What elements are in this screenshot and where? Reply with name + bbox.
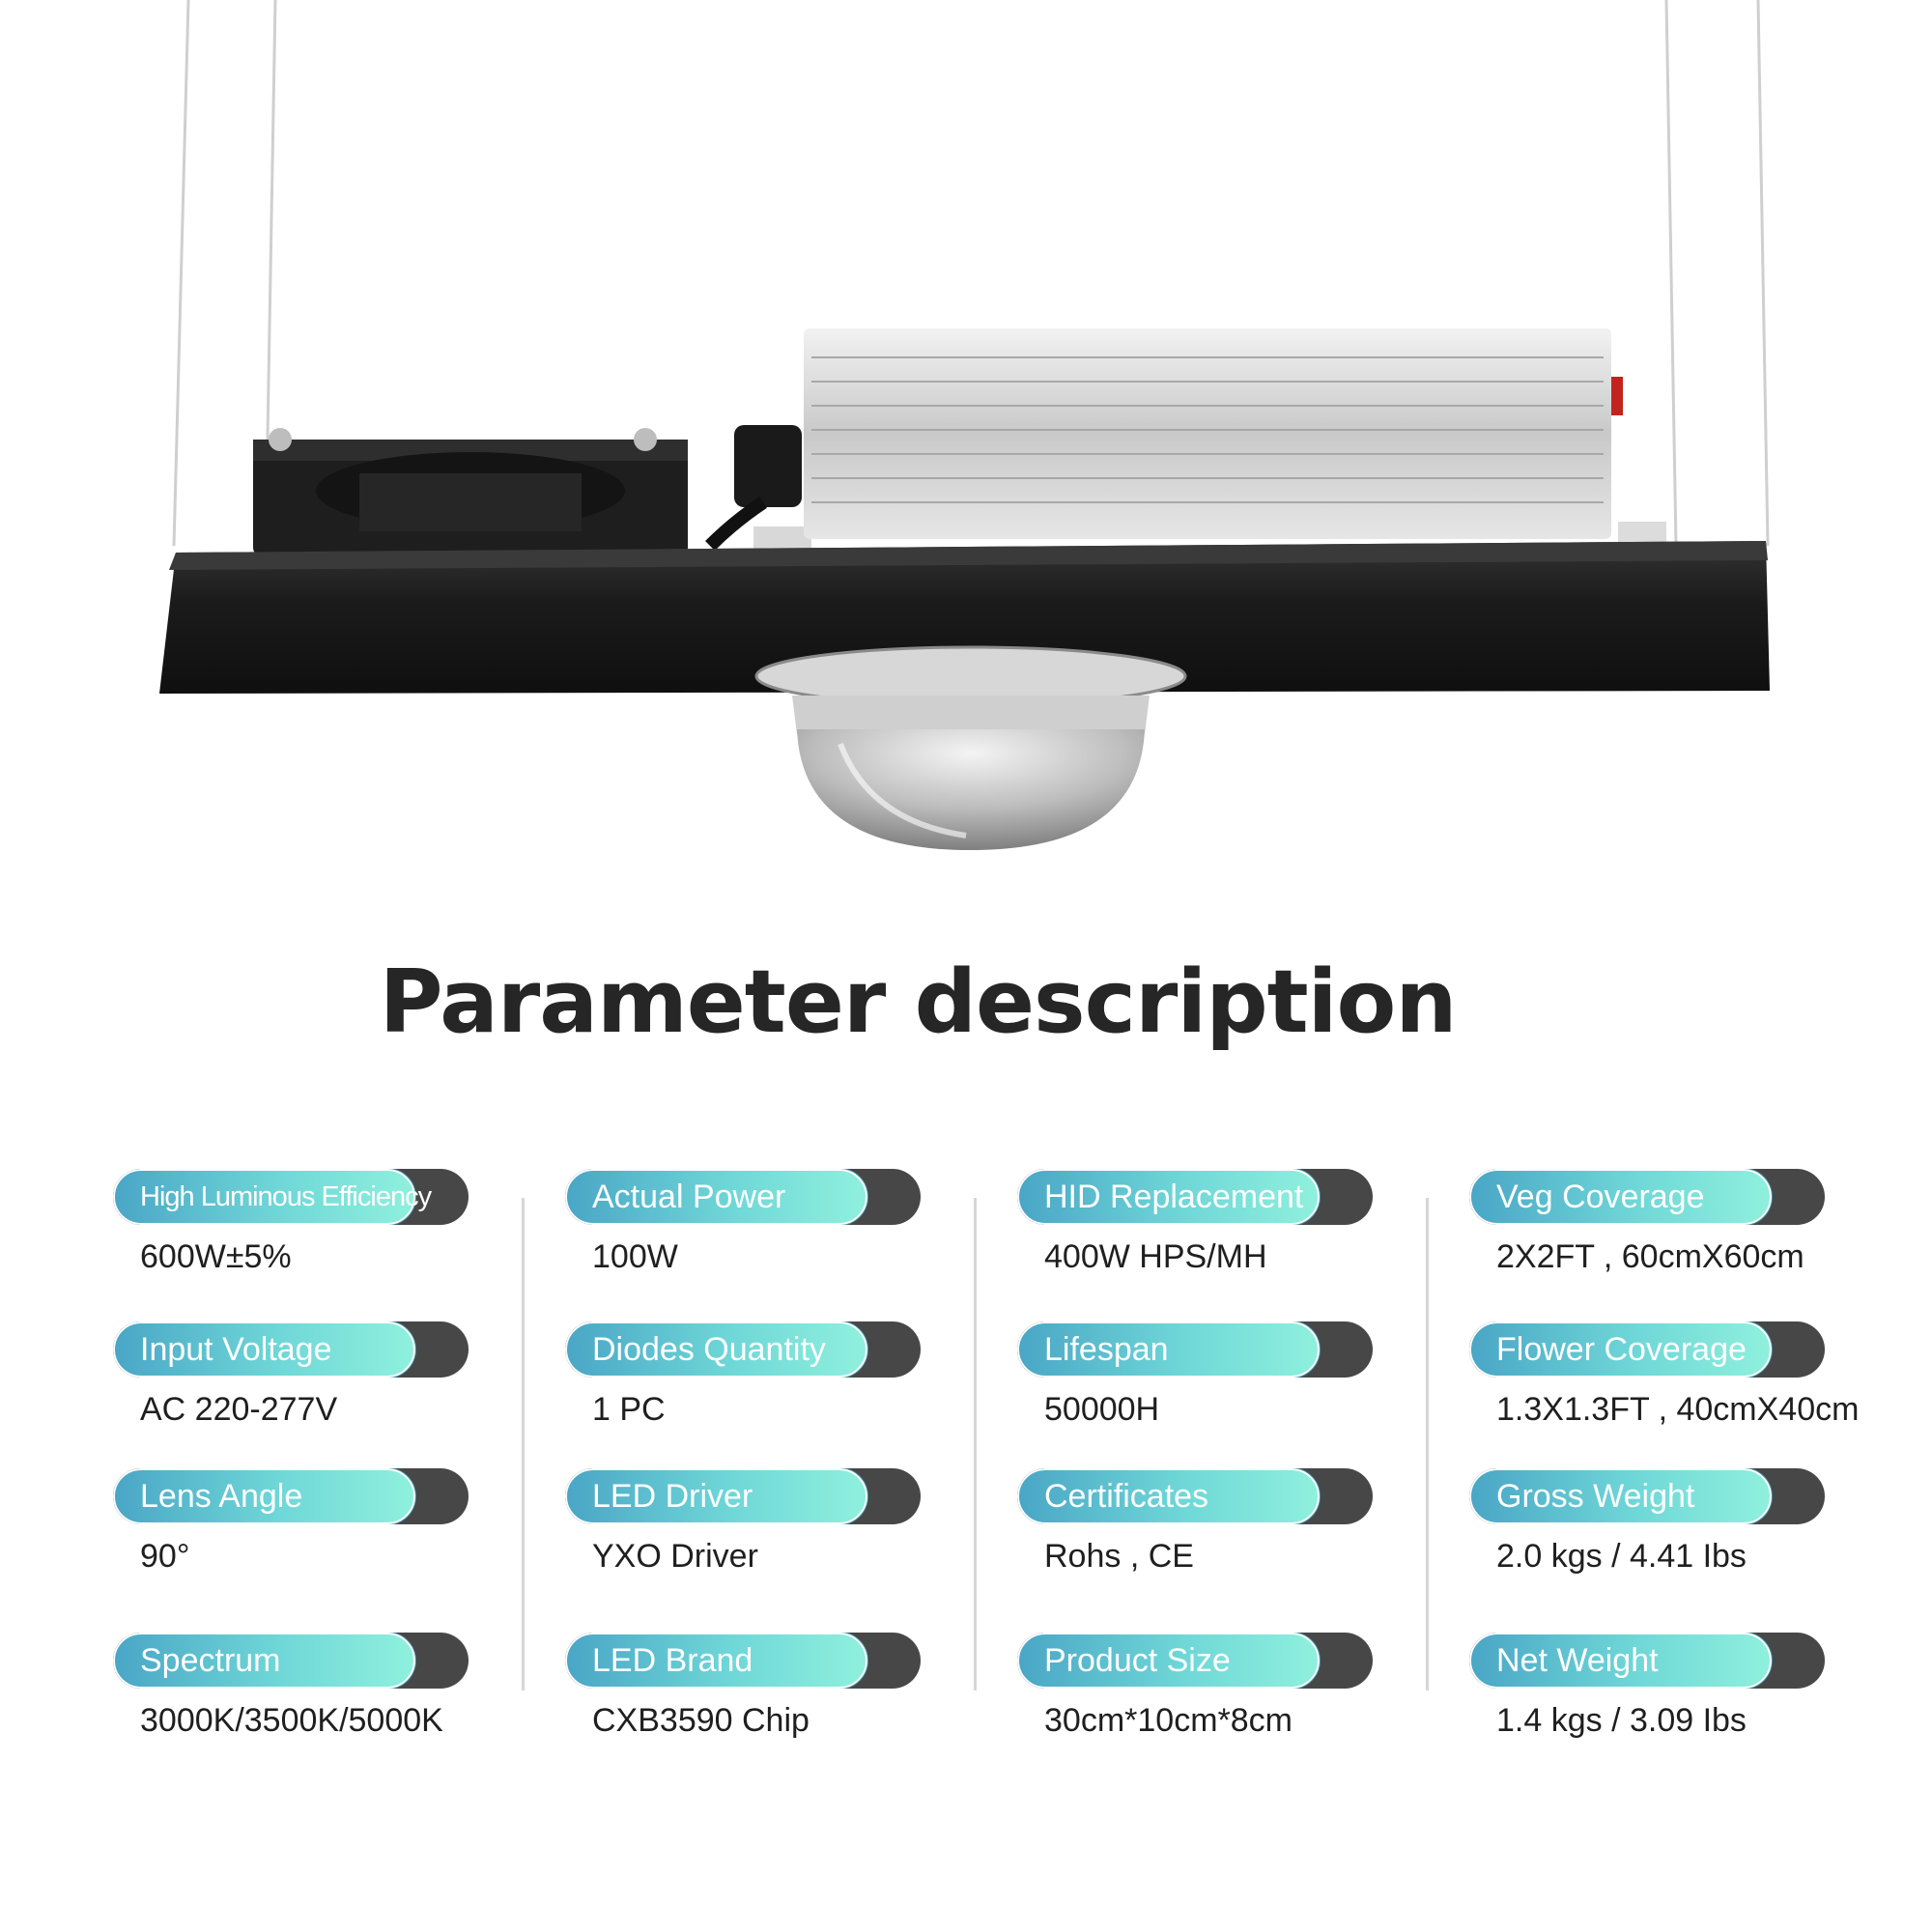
param-value: CXB3590 Chip [592,1702,810,1739]
param-input-voltage: Input Voltage AC 220-277V [113,1321,480,1429]
param-value: Rohs , CE [1044,1538,1194,1575]
param-value: 400W HPS/MH [1044,1238,1267,1275]
param-value: 90° [140,1538,190,1575]
param-hid-replacement: HID Replacement 400W HPS/MH [1017,1169,1384,1276]
column-divider [974,1198,977,1690]
param-veg-coverage: Veg Coverage 2X2FT , 60cmX60cm [1469,1169,1836,1276]
param-value: YXO Driver [592,1538,758,1575]
param-value: 30cm*10cm*8cm [1044,1702,1293,1739]
param-label-pill: HID Replacement [1017,1169,1373,1225]
param-label-pill: Veg Coverage [1469,1169,1825,1225]
param-label: Diodes Quantity [592,1331,826,1368]
param-label-pill: Gross Weight [1469,1468,1825,1524]
param-label: Actual Power [592,1179,786,1215]
param-lens-angle: Lens Angle 90° [113,1468,480,1576]
param-high-luminous-efficiency: High Luminous Efficiency 600W±5% [113,1169,480,1276]
power-connector [705,425,811,555]
param-label: Flower Coverage [1496,1331,1747,1368]
param-label-pill: Lifespan [1017,1321,1373,1378]
param-value: 1.3X1.3FT , 40cmX40cm [1496,1391,1860,1428]
lens-dome [754,645,1187,850]
param-label: Certificates [1044,1478,1209,1515]
param-led-driver: LED Driver YXO Driver [565,1468,932,1576]
heatsink-plate [159,541,1770,694]
param-value: 100W [592,1238,678,1275]
param-product-size: Product Size 30cm*10cm*8cm [1017,1633,1384,1740]
param-label: Net Weight [1496,1642,1659,1679]
param-value: 2.0 kgs / 4.41 Ibs [1496,1538,1747,1575]
param-value: 600W±5% [140,1238,292,1275]
param-label: LED Brand [592,1642,753,1679]
cooling-fan [253,428,688,555]
param-value: AC 220-277V [140,1391,338,1428]
param-label: Input Voltage [140,1331,332,1368]
param-label: HID Replacement [1044,1179,1304,1215]
param-value: 2X2FT , 60cmX60cm [1496,1238,1804,1275]
param-label: Product Size [1044,1642,1231,1679]
param-label-pill: Flower Coverage [1469,1321,1825,1378]
param-label-pill: Spectrum [113,1633,469,1689]
param-value: 3000K/3500K/5000K [140,1702,443,1739]
param-spectrum: Spectrum 3000K/3500K/5000K [113,1633,480,1740]
param-label-pill: Net Weight [1469,1633,1825,1689]
param-label: Lifespan [1044,1331,1169,1368]
param-value: 1.4 kgs / 3.09 Ibs [1496,1702,1747,1739]
column-divider [1426,1198,1429,1690]
param-actual-power: Actual Power 100W [565,1169,932,1276]
param-label-pill: Lens Angle [113,1468,469,1524]
param-label-pill: Diodes Quantity [565,1321,921,1378]
param-value: 50000H [1044,1391,1160,1428]
param-label: Lens Angle [140,1478,303,1515]
param-label: Gross Weight [1496,1478,1695,1515]
param-label: LED Driver [592,1478,753,1515]
param-label: Spectrum [140,1642,281,1679]
param-label-pill: LED Driver [565,1468,921,1524]
param-label-pill: Certificates [1017,1468,1373,1524]
column-divider [522,1198,525,1690]
param-certificates: Certificates Rohs , CE [1017,1468,1384,1576]
param-label: Veg Coverage [1496,1179,1705,1215]
param-label-pill: Actual Power [565,1169,921,1225]
param-diodes-quantity: Diodes Quantity 1 PC [565,1321,932,1429]
param-label-pill: LED Brand [565,1633,921,1689]
param-gross-weight: Gross Weight 2.0 kgs / 4.41 Ibs [1469,1468,1836,1576]
page-title: Parameter description [379,952,1458,1053]
param-lifespan: Lifespan 50000H [1017,1321,1384,1429]
param-label-pill: Input Voltage [113,1321,469,1378]
param-flower-coverage: Flower Coverage 1.3X1.3FT , 40cmX40cm [1469,1321,1860,1429]
param-led-brand: LED Brand CXB3590 Chip [565,1633,932,1740]
product-illustration [159,0,1770,850]
param-value: 1 PC [592,1391,666,1428]
param-label-pill: High Luminous Efficiency [113,1169,469,1225]
param-label-pill: Product Size [1017,1633,1373,1689]
param-label: High Luminous Efficiency [140,1181,432,1212]
led-driver-housing [804,328,1666,546]
param-net-weight: Net Weight 1.4 kgs / 3.09 Ibs [1469,1633,1836,1740]
